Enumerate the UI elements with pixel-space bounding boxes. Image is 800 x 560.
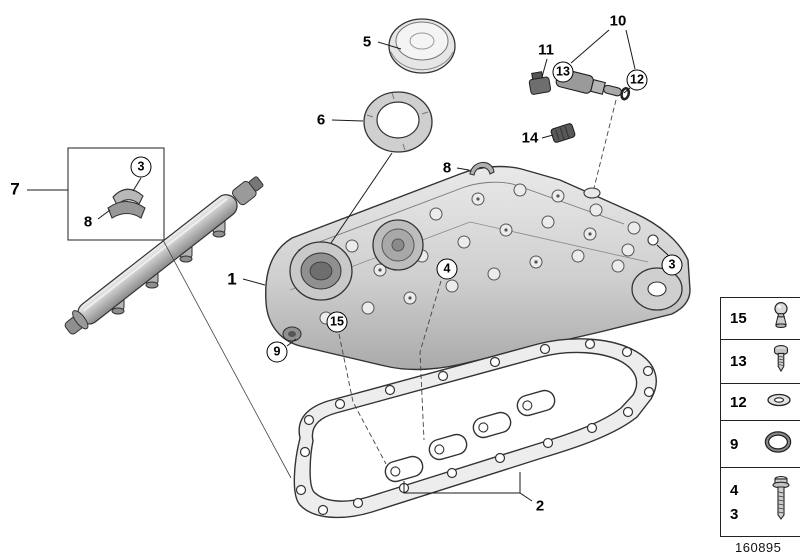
- ball-stud-icon: [769, 300, 793, 337]
- bolt-icon: [769, 474, 793, 531]
- callout-7[interactable]: 7: [10, 179, 20, 199]
- callout-9[interactable]: 9: [266, 341, 288, 363]
- o-ring-icon: [763, 429, 793, 460]
- legend-num-9: 9: [730, 435, 739, 453]
- callout-4[interactable]: 4: [436, 258, 458, 280]
- callout-15[interactable]: 15: [326, 311, 348, 333]
- cylinder-head-cover: [265, 161, 691, 371]
- callout-6[interactable]: 6: [316, 111, 326, 129]
- leader-lines: [27, 29, 669, 502]
- callout-8-top[interactable]: 8: [442, 159, 452, 177]
- legend-num-3: 3: [730, 505, 739, 523]
- connector-clip: [528, 71, 552, 95]
- screw-icon: [769, 342, 793, 381]
- legend-num-13: 13: [730, 353, 747, 370]
- legend-row-9[interactable]: 9: [721, 420, 800, 467]
- legend-num-12: 12: [730, 393, 747, 411]
- dashed-reference-lines: [338, 99, 617, 465]
- legend-row-15[interactable]: 15: [721, 297, 800, 339]
- top-clamp: [469, 161, 495, 176]
- callout-1[interactable]: 1: [227, 269, 237, 289]
- callout-3-left[interactable]: 3: [130, 156, 152, 178]
- sealing-cap: [550, 123, 576, 143]
- sensor-o-ring: [620, 87, 631, 101]
- legend-row-13[interactable]: 13: [721, 339, 800, 383]
- legend-num-4: 4: [730, 481, 739, 499]
- callout-5[interactable]: 5: [362, 33, 372, 51]
- legend-row-12[interactable]: 12: [721, 383, 800, 420]
- callout-3-right[interactable]: 3: [661, 254, 683, 276]
- callout-8-left[interactable]: 8: [83, 213, 93, 231]
- callout-10[interactable]: 10: [609, 12, 627, 30]
- cover-gasket: [293, 338, 657, 519]
- callout-11[interactable]: 11: [538, 41, 554, 59]
- legend-num-15: 15: [730, 310, 747, 327]
- sealing-ring: [363, 91, 433, 153]
- callout-13[interactable]: 13: [552, 61, 574, 83]
- filler-cap: [388, 18, 456, 74]
- callout-14[interactable]: 14: [521, 129, 539, 147]
- fastener-legend: 15 13: [720, 297, 800, 537]
- legend-row-4-3[interactable]: 4 3: [721, 467, 800, 537]
- fuel-rail: [64, 176, 264, 335]
- spark-plug-shaft-seals: [384, 389, 556, 483]
- diagram-number: 160895: [735, 540, 782, 555]
- callout-12[interactable]: 12: [626, 69, 648, 91]
- washer-icon: [765, 391, 793, 414]
- callout-2[interactable]: 2: [535, 497, 545, 515]
